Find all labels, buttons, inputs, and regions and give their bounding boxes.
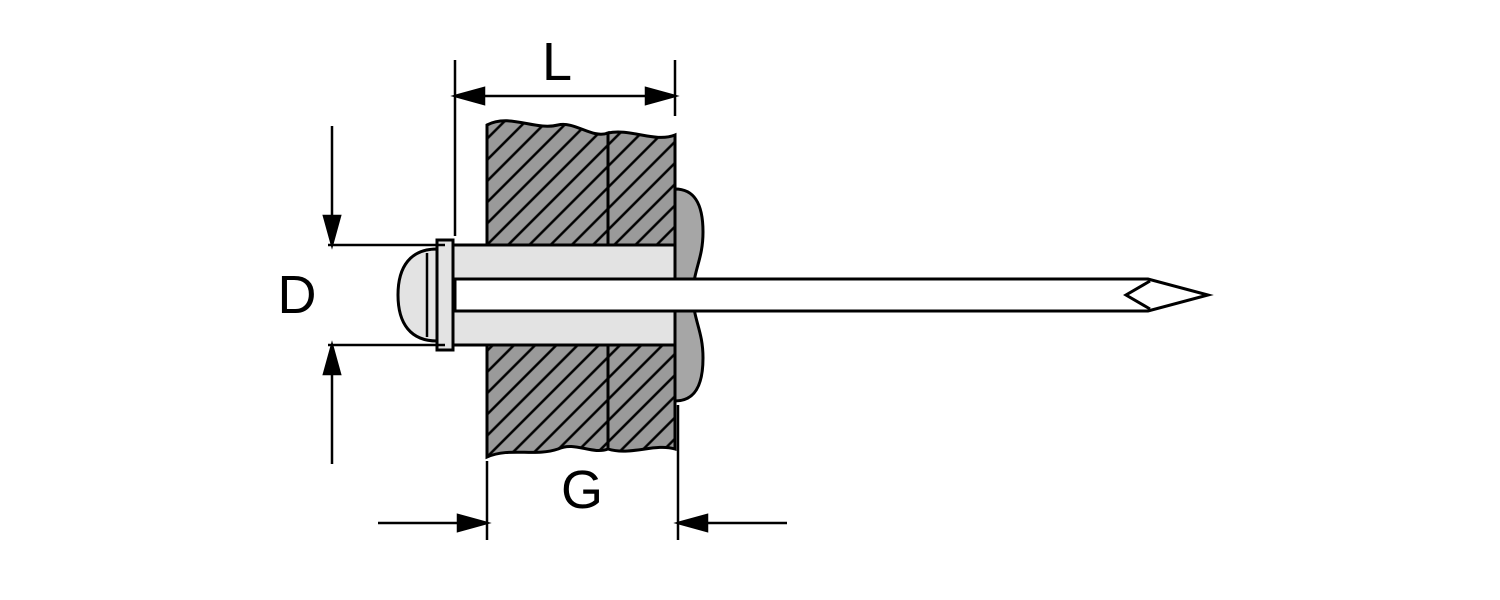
dim-l-label: L [542,32,572,92]
dim-g-arrow-left [456,513,492,533]
dim-d-arrow-up [322,340,342,376]
rivet-head-flange [435,238,455,352]
dim-l-arrow-right [644,86,680,106]
dimension-diameter: D [278,126,445,464]
rivet [396,187,1214,403]
dim-g-arrow-right [673,513,709,533]
mandrel-pin [453,277,1214,313]
dim-l-arrow-left [450,86,486,106]
dimension-grip: G [378,405,787,540]
dim-d-label: D [278,265,317,325]
mandrel-break-notch [1123,279,1151,311]
dim-g-label: G [561,460,603,520]
dim-d-arrow-down [322,214,342,250]
dimension-length: L [450,32,680,236]
